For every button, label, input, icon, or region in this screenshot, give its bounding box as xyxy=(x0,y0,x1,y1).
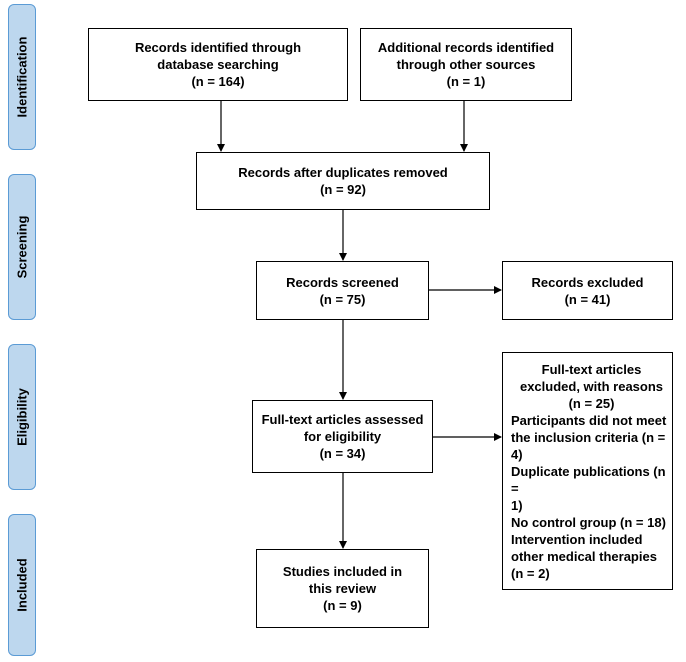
exclusion-reason-line: Duplicate publications (n = xyxy=(511,463,666,496)
phase-included-label: Included xyxy=(14,558,30,612)
duplicates-removed-line-1: Records after duplicates removed xyxy=(238,165,448,180)
phase-eligibility-label: Eligibility xyxy=(14,388,30,446)
database-records-box: Records identified through database sear… xyxy=(88,28,348,101)
studies-included-count: (n = 9) xyxy=(323,598,362,613)
other-sources-line-2: through other sources xyxy=(396,57,536,72)
phase-screening: Screening xyxy=(8,174,36,320)
exclusion-reason-line: 4) xyxy=(511,446,523,462)
phase-included: Included xyxy=(8,514,36,656)
fulltext-excluded-count: (n = 25) xyxy=(568,395,615,411)
exclusion-reason-line: the inclusion criteria (n = xyxy=(511,429,666,445)
studies-included-box: Studies included in this review (n = 9) xyxy=(256,549,429,628)
database-records-line-2: database searching xyxy=(157,57,279,72)
fulltext-assessed-box: Full-text articles assessed for eligibil… xyxy=(252,400,433,473)
fulltext-excluded-box: Full-text articles excluded, with reason… xyxy=(502,352,673,590)
records-screened-box: Records screened (n = 75) xyxy=(256,261,429,320)
fulltext-assessed-count: (n = 34) xyxy=(319,446,366,461)
exclusion-reason-line: Intervention included xyxy=(511,531,643,547)
studies-included-line-2: this review xyxy=(308,581,377,596)
duplicates-removed-count: (n = 92) xyxy=(320,182,366,197)
records-excluded-box: Records excluded (n = 41) xyxy=(502,261,673,320)
records-screened-line-1: Records screened xyxy=(286,274,399,290)
exclusion-reason-line: No control group (n = 18) xyxy=(511,514,666,530)
duplicates-removed-box: Records after duplicates removed (n = 92… xyxy=(196,152,490,210)
records-screened-count: (n = 75) xyxy=(319,291,366,307)
phase-screening-label: Screening xyxy=(14,215,30,279)
phase-identification: Identification xyxy=(8,4,36,150)
records-excluded-line-1: Records excluded xyxy=(531,274,644,290)
database-records-count: (n = 164) xyxy=(191,74,245,89)
exclusion-reason-line: (n = 2) xyxy=(511,565,550,581)
other-sources-line-1: Additional records identified xyxy=(377,40,555,55)
exclusion-reason-line: 1) xyxy=(511,497,523,513)
fulltext-excluded-heading-2: excluded, with reasons xyxy=(519,378,664,394)
fulltext-excluded-heading-1: Full-text articles xyxy=(541,361,642,377)
database-records-line-1: Records identified through xyxy=(134,40,302,55)
fulltext-assessed-line-1: Full-text articles assessed xyxy=(261,412,424,427)
exclusion-reason-line: other medical therapies xyxy=(511,548,657,564)
records-excluded-count: (n = 41) xyxy=(564,291,611,307)
exclusion-reason-line: Participants did not meet xyxy=(511,412,667,428)
other-sources-box: Additional records identified through ot… xyxy=(360,28,572,101)
studies-included-line-1: Studies included in xyxy=(282,564,403,579)
phase-identification-label: Identification xyxy=(14,36,30,118)
phase-eligibility: Eligibility xyxy=(8,344,36,490)
fulltext-assessed-line-2: for eligibility xyxy=(303,429,382,444)
other-sources-count: (n = 1) xyxy=(446,74,486,89)
